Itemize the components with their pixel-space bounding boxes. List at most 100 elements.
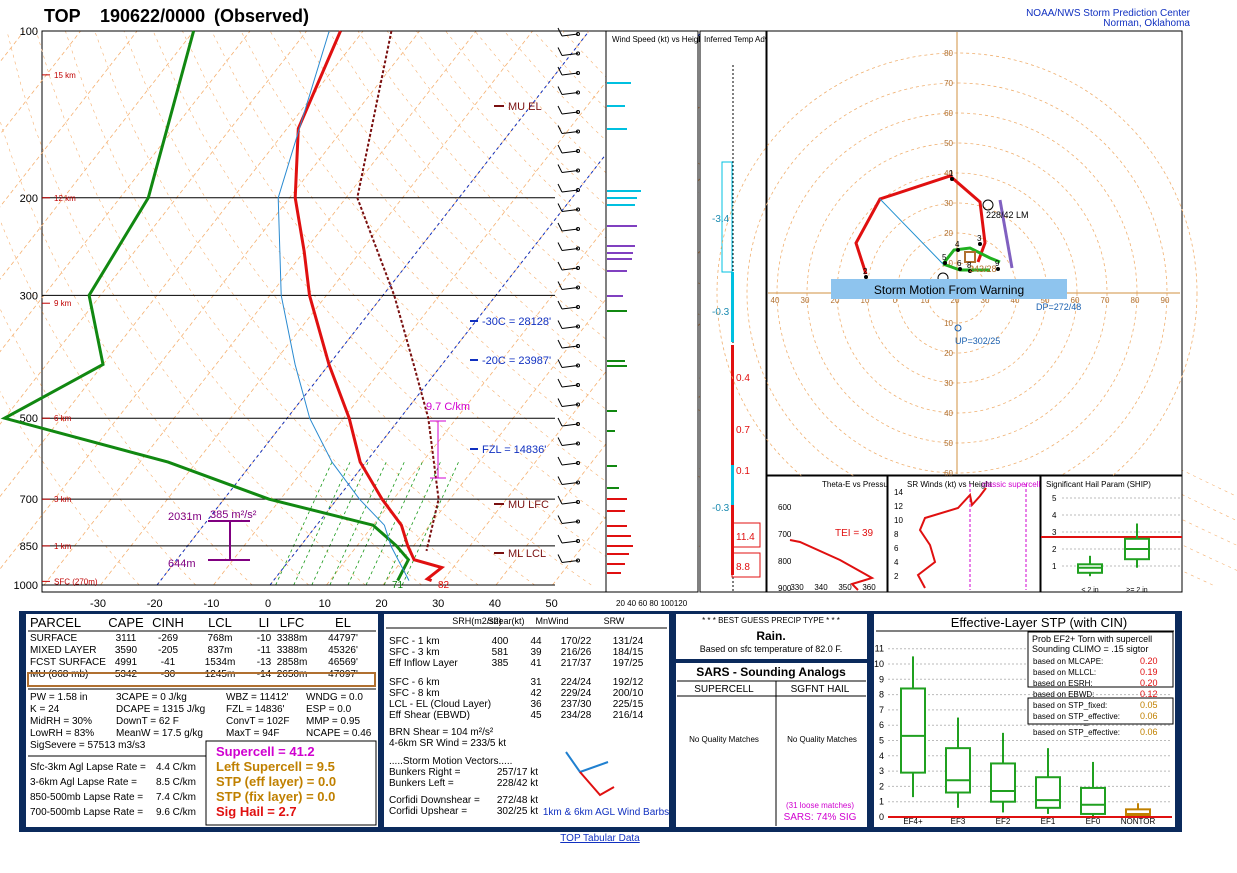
isotherm <box>269 30 703 586</box>
hodo-point-label: 8 <box>967 261 972 270</box>
wind-speed-bar <box>607 252 633 254</box>
kin-row-label: Eff Inflow Layer <box>389 658 458 669</box>
temperature-tick: 10 <box>319 598 331 610</box>
wind-barb <box>561 462 579 466</box>
wind-barb-flag <box>557 417 563 427</box>
wind-barb-station <box>576 500 580 504</box>
ship-tick: 1 <box>1052 562 1057 571</box>
wind-speed-bar <box>607 545 633 547</box>
sr-winds-title: SR Winds (kt) vs Height <box>907 480 993 489</box>
kin-brn: BRN Shear = 104 m²/s² <box>389 727 494 738</box>
hodo-point <box>950 177 954 181</box>
stp-y-tick: 3 <box>879 766 884 776</box>
wind-speed-bar <box>607 535 631 537</box>
height-label: 3 km <box>54 495 72 504</box>
stp-y-tick: 1 <box>879 797 884 807</box>
adv-val-5: 0.1 <box>736 466 750 477</box>
dry-adiabat <box>35 30 422 586</box>
stp-panel: Effective-Layer STP (with CIN)1110987654… <box>874 614 1175 827</box>
hodo-dp-label: DP=272/48 <box>1036 302 1081 312</box>
hodo-trace-upper <box>854 174 987 275</box>
mixing-ratio-line <box>329 461 387 586</box>
hodo-point-label: 3 <box>977 234 982 243</box>
temperature-tick: -30 <box>90 598 106 610</box>
hodo-y-tick: 20 <box>944 229 953 238</box>
wind-barb <box>561 501 579 505</box>
parcel-cell: 2858m <box>277 657 308 668</box>
wind-speed-panel: Wind Speed (kt) vs Height 20 40 60 80 10… <box>605 30 706 608</box>
storm-motion-banner[interactable] <box>831 279 1067 299</box>
wind-barb-station <box>576 266 580 270</box>
dry-adiabat <box>0 219 253 586</box>
wind-speed-bar <box>607 465 617 467</box>
stp-y-tick: 4 <box>879 751 884 761</box>
hodo-x-tick: 70 <box>1101 296 1110 305</box>
kin-cell: 234/28 <box>561 710 592 721</box>
hodo-y-tick: 40 <box>944 409 953 418</box>
wind-barb-flag <box>557 105 563 115</box>
motion-label: Bunkers Left = <box>389 778 454 789</box>
parcel-misc: LowRH = 83% <box>30 728 94 739</box>
wind-barb <box>561 482 579 485</box>
wind-speed-bar <box>607 82 631 84</box>
wind-barb <box>561 423 579 427</box>
wind-barb-flag <box>557 398 563 407</box>
motion-value: 257/17 kt <box>497 767 538 778</box>
sr-y-tick: 8 <box>894 530 899 539</box>
hodo-rm-marker <box>964 251 976 263</box>
parcel-cell: 3590 <box>115 645 138 656</box>
wind-barb-station <box>576 558 580 563</box>
wind-barb-station <box>576 149 580 153</box>
wind-speed-bar <box>607 360 625 362</box>
kin-cell: 200/10 <box>613 688 644 699</box>
height-label: 9 km <box>54 299 72 308</box>
barb-1km <box>579 771 615 797</box>
hodo-y-tick: 10 <box>944 259 953 268</box>
kin-cell: 45 <box>530 710 542 721</box>
wind-barb <box>561 170 579 173</box>
kin-header: MnWind <box>535 616 568 626</box>
wind-barb-flag <box>557 534 563 544</box>
kin-row-label: SFC - 1 km <box>389 636 440 647</box>
hodo-point <box>978 242 982 246</box>
wind-barb <box>561 248 579 251</box>
stp-box <box>1080 786 1106 815</box>
wind-barb <box>561 72 579 76</box>
motion-label: Corfidi Downshear = <box>389 795 480 806</box>
wind-speed-bar <box>607 295 623 297</box>
temperature-tick: 30 <box>432 598 444 610</box>
hodo-point-label: 6 <box>957 259 962 268</box>
wind-speed-bar <box>607 128 627 130</box>
wind-barb-station <box>576 71 580 75</box>
temperature-tick: 50 <box>545 598 557 610</box>
precip-sars-panel: * * * BEST GUESS PRECIP TYPE * * *Rain.B… <box>676 614 867 827</box>
hodo-point-label: 9 <box>995 259 1000 268</box>
minus20c-label: -20C = 23987' <box>482 355 551 367</box>
org-line1: NOAA/NWS Storm Prediction Center <box>1026 8 1191 19</box>
wind-barb-flag <box>557 144 563 154</box>
pressure-label: 200 <box>20 193 38 205</box>
wind-speed-bar <box>607 510 625 512</box>
isotherm <box>0 30 251 353</box>
wind-barb <box>561 287 579 290</box>
tei-label: TEI = 39 <box>835 528 874 539</box>
parcel-cell: -11 <box>257 645 271 656</box>
parcel-cell: 45326' <box>328 645 358 656</box>
motion-label: Corfidi Upshear = <box>389 806 467 817</box>
sars-nomatch-1: No Quality Matches <box>689 735 759 744</box>
tabular-data-link[interactable]: TOP Tabular Data <box>560 833 640 844</box>
mu-lfc-label: MU LFC <box>508 499 549 511</box>
hodo-point-label: 4 <box>955 240 960 249</box>
storm-motion-title: .....Storm Motion Vectors..... <box>389 756 512 767</box>
wind-barb <box>561 404 579 407</box>
isotherm <box>382 30 816 586</box>
hodo-lm-marker <box>982 199 994 211</box>
stp-based-label-2: based on STP_fixed: <box>1033 701 1107 710</box>
station-label: TOP <box>44 6 81 26</box>
lapse-rate-label: 9.7 C/km <box>426 401 470 413</box>
stp-based-label-2: based on STP_effective: <box>1033 712 1120 721</box>
parcel-cell: FCST SURFACE <box>30 657 106 668</box>
wind-speed-bar <box>607 365 627 367</box>
kin-cell: 217/37 <box>561 658 592 669</box>
